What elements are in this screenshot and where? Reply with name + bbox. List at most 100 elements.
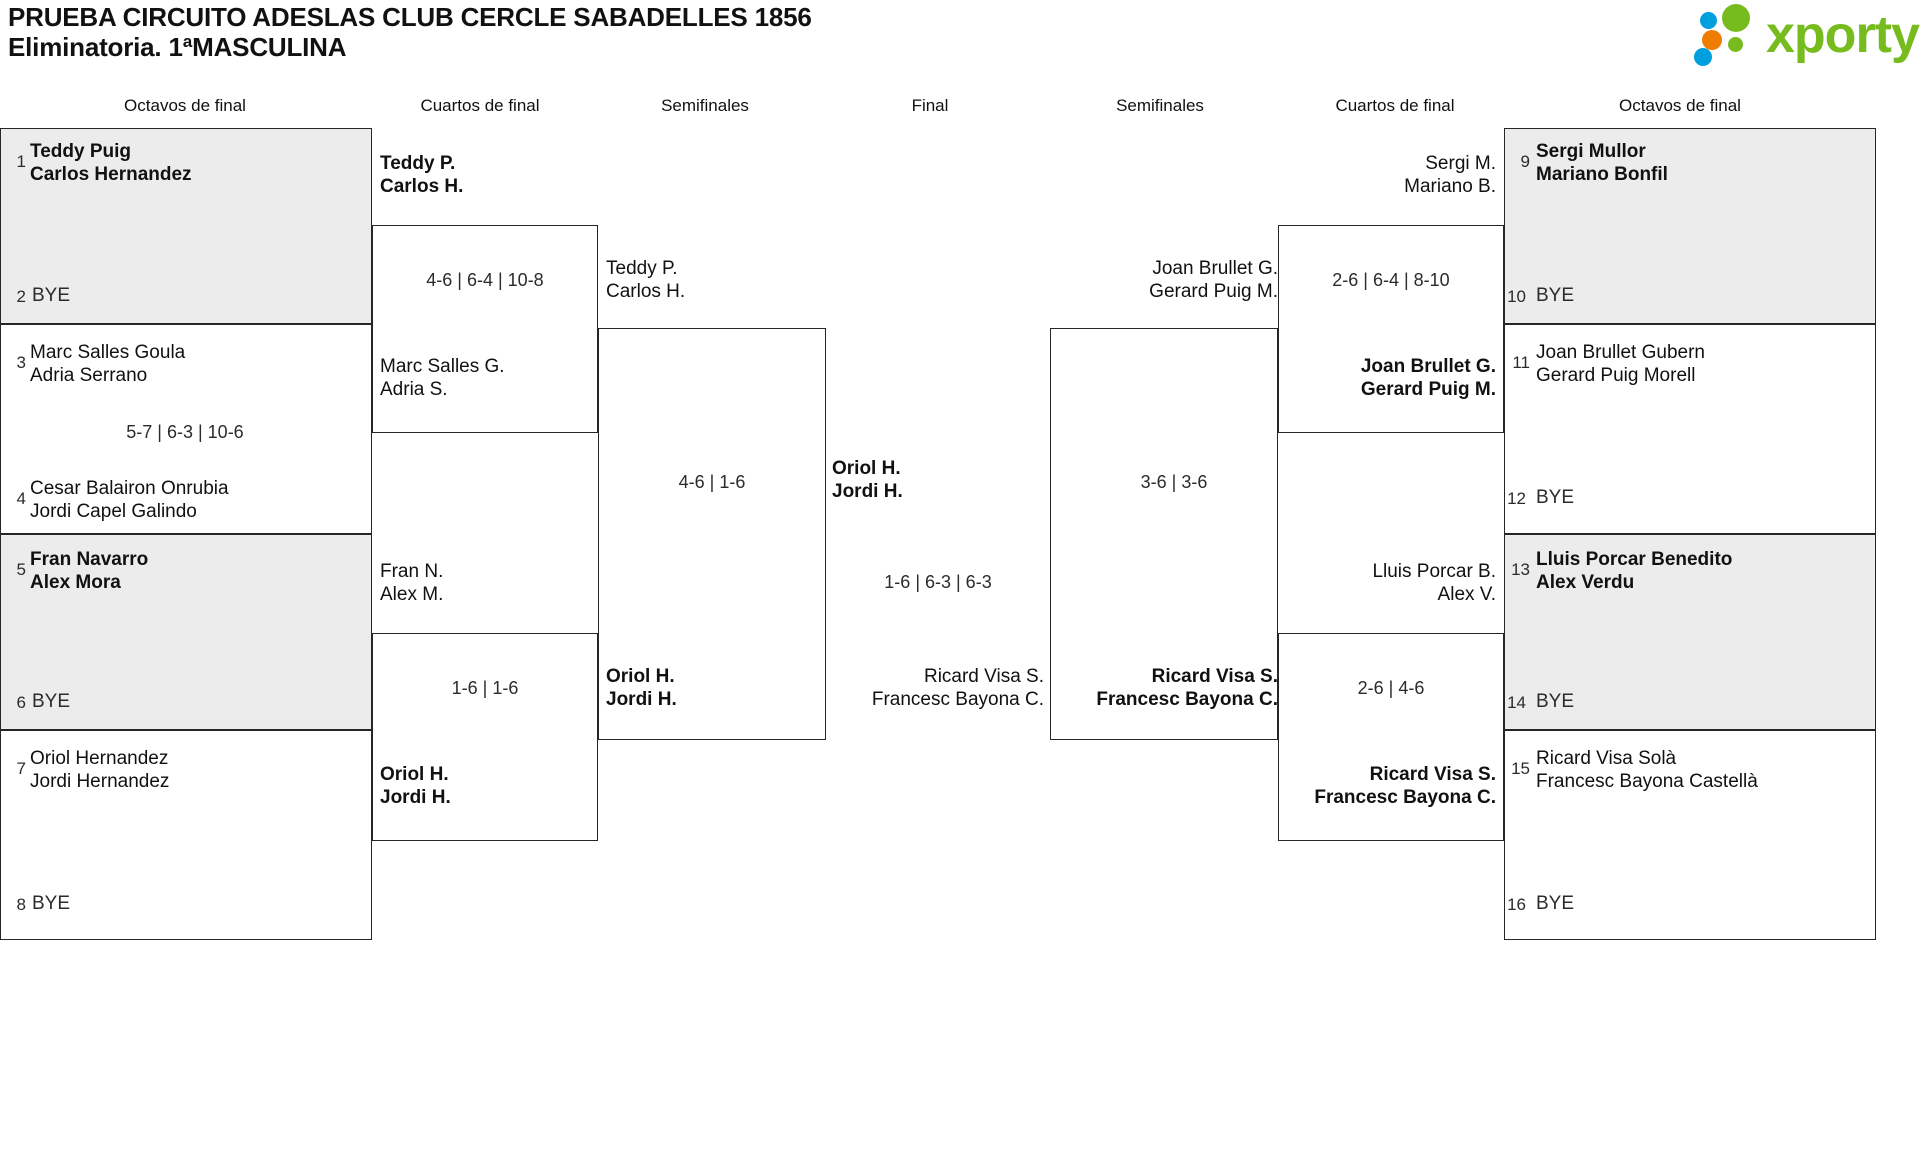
player-name: Jordi H. [832,481,903,502]
seed-number-11: 11 [1512,353,1530,372]
tournament-title-line2: Eliminatoria. 1ªMASCULINA [8,32,347,62]
match-box-7-8[interactable] [0,730,372,940]
player-pair-5: Fran Navarro Alex Mora [30,548,148,594]
player-pair-qf-right-1: Sergi M. Mariano B. [1288,152,1496,198]
match-box-13-14[interactable] [1504,534,1876,730]
match-box-15-16[interactable] [1504,730,1876,940]
player-name: Jordi Capel Galindo [30,501,197,522]
round-header-octavos-right: Octavos de final [1619,96,1741,115]
player-name: Carlos H. [606,281,686,302]
round-header-octavos-left: Octavos de final [124,96,246,115]
player-name: Sergi M. [1425,153,1496,174]
player-name: Marc Salles G. [380,356,505,377]
seed-number-14: 14 [1507,693,1526,712]
player-name: Marc Salles Goula [30,342,186,363]
seed-number-16: 16 [1507,895,1526,914]
bye-label-6: BYE [32,691,71,712]
seed-number-5: 5 [16,560,26,579]
player-name: Sergi Mullor [1536,141,1646,162]
player-pair-qf-left-1: Teddy P. Carlos H. [380,152,463,198]
player-name: Ricard Visa Solà [1536,748,1677,769]
match-score-qf-left-bottom: 1-6 | 1-6 [451,678,519,698]
seed-number-13: 13 [1511,560,1530,579]
player-name: Francesc Bayona C. [1096,689,1278,710]
match-score-sf-left: 4-6 | 1-6 [678,472,746,492]
player-name: Joan Brullet G. [1360,356,1496,377]
seed-number-2: 2 [16,287,26,306]
player-pair-9: Sergi Mullor Mariano Bonfil [1536,140,1668,186]
round-header-final: Final [911,96,949,115]
player-name: Carlos Hernandez [30,164,192,185]
logo-dots-icon [1694,4,1770,66]
match-box-qf-right-bottom[interactable] [1278,633,1504,841]
match-box-5-6[interactable] [0,534,372,730]
player-name: Adria Serrano [30,365,148,386]
player-pair-qf-right-4: Ricard Visa S. Francesc Bayona C. [1288,763,1496,809]
player-name: Mariano B. [1404,176,1496,197]
player-name: Carlos H. [380,176,464,197]
player-pair-qf-right-2: Joan Brullet G. Gerard Puig M. [1288,355,1496,401]
player-name: Alex Verdu [1536,572,1635,593]
player-pair-1: Teddy Puig Carlos Hernandez [30,140,192,186]
match-box-qf-left-top[interactable] [372,225,598,433]
match-score-qf-right-bottom: 2-6 | 4-6 [1357,678,1425,698]
player-name: Jordi H. [606,689,677,710]
player-name: Oriol H. [606,666,675,687]
player-pair-sf-right-1: Joan Brullet G. Gerard Puig M. [1068,257,1278,303]
match-box-9-10[interactable] [1504,128,1876,324]
player-name: Alex Mora [30,572,121,593]
seed-number-3: 3 [16,353,26,372]
round-header-semifinales-left: Semifinales [661,96,749,115]
bye-label-16: BYE [1536,893,1575,914]
seed-number-1: 1 [16,152,26,171]
player-pair-7: Oriol Hernandez Jordi Hernandez [30,747,169,793]
match-box-final[interactable] [1050,328,1278,740]
player-name: Francesc Bayona C. [1314,787,1496,808]
match-score-final: 1-6 | 6-3 | 6-3 [884,572,992,592]
player-pair-final-bottom: Ricard Visa S. Francesc Bayona C. [832,665,1044,711]
player-name: Francesc Bayona Castellà [1536,771,1758,792]
player-name: Lluis Porcar Benedito [1536,549,1733,570]
player-pair-15: Ricard Visa Solà Francesc Bayona Castell… [1536,747,1758,793]
bye-label-2: BYE [32,285,71,306]
round-header-semifinales-right: Semifinales [1116,96,1204,115]
player-name: Fran N. [380,561,444,582]
seed-number-12: 12 [1507,489,1526,508]
bye-label-14: BYE [1536,691,1575,712]
match-box-qf-right-top[interactable] [1278,225,1504,433]
player-pair-sf-left-1: Teddy P. Carlos H. [606,257,685,303]
round-header-cuartos-left: Cuartos de final [420,96,540,115]
player-name: Fran Navarro [30,549,149,570]
match-box-qf-left-bottom[interactable] [372,633,598,841]
match-box-11-12[interactable] [1504,324,1876,534]
logo-wordmark: xporty [1766,6,1920,64]
player-pair-13: Lluis Porcar Benedito Alex Verdu [1536,548,1732,594]
seed-number-10: 10 [1507,287,1526,306]
match-box-1-2[interactable] [0,128,372,324]
seed-number-15: 15 [1511,759,1530,778]
player-name: Alex M. [380,584,444,605]
player-pair-qf-left-2: Marc Salles G. Adria S. [380,355,505,401]
player-pair-4: Cesar Balairon Onrubia Jordi Capel Galin… [30,477,229,523]
tournament-title: PRUEBA CIRCUITO ADESLAS CLUB CERCLE SABA… [8,2,1108,62]
player-pair-qf-right-3: Lluis Porcar B. Alex V. [1288,560,1496,606]
match-score-sf-right: 3-6 | 3-6 [1140,472,1208,492]
match-score-qf-left-top: 4-6 | 6-4 | 10-8 [426,270,544,290]
player-name: Oriol Hernandez [30,748,169,769]
player-name: Cesar Balairon Onrubia [30,478,229,499]
seed-number-8: 8 [16,895,26,914]
bye-label-8: BYE [32,893,71,914]
match-box-sf-left[interactable] [598,328,826,740]
match-box-3-4[interactable] [0,324,372,534]
player-pair-qf-left-4: Oriol H. Jordi H. [380,763,451,809]
player-pair-sf-right-2: Ricard Visa S. Francesc Bayona C. [1068,665,1278,711]
player-name: Gerard Puig M. [1360,379,1496,400]
player-name: Jordi H. [380,787,451,808]
player-name: Oriol H. [832,458,901,479]
player-name: Lluis Porcar B. [1372,561,1496,582]
player-name: Ricard Visa S. [1369,764,1496,785]
player-pair-final-top: Oriol H. Jordi H. [832,457,903,503]
player-pair-11: Joan Brullet Gubern Gerard Puig Morell [1536,341,1705,387]
seed-number-9: 9 [1520,152,1530,171]
